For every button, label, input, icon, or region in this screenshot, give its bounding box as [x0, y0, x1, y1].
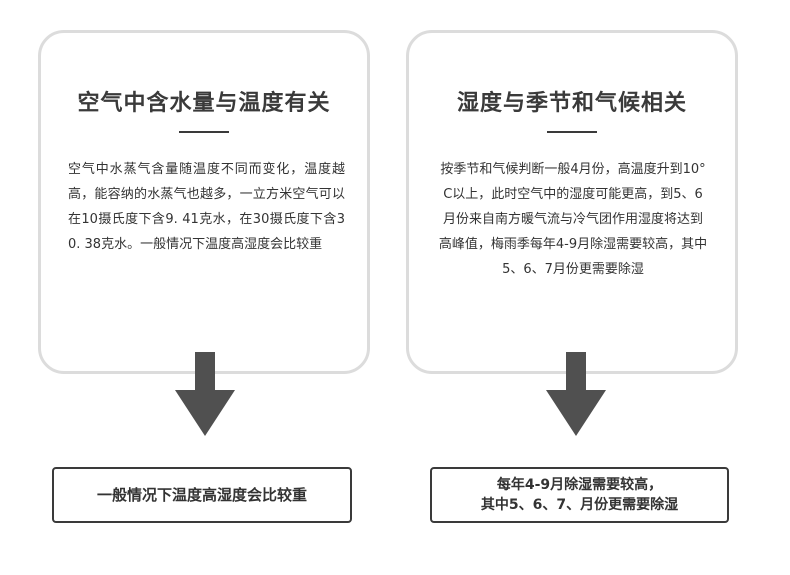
left-conclusion-text: 一般情况下温度高湿度会比较重 — [96, 486, 307, 504]
right-card-title: 湿度与季节和气候相关 — [456, 91, 687, 116]
right-conclusion-line-2: 其中5、6、7、月份更需要除湿 — [480, 497, 679, 513]
right-conclusion-box: 每年4-9月除湿需要较高， 其中5、6、7、月份更需要除湿 — [430, 467, 729, 523]
right-info-card: 湿度与季节和气候相关 按季节和气候判断一般4月份，高温度升到10°C以上，此时空… — [406, 30, 738, 374]
left-down-arrow-icon — [175, 352, 235, 436]
right-down-arrow-icon — [546, 352, 606, 436]
left-conclusion-box: 一般情况下温度高湿度会比较重 — [52, 467, 352, 523]
left-info-card: 空气中含水量与温度有关 空气中水蒸气含量随温度不同而变化，温度越高，能容纳的水蒸… — [38, 30, 370, 374]
right-card-body: 按季节和气候判断一般4月份，高温度升到10°C以上，此时空气中的湿度可能更高，到… — [438, 162, 708, 277]
right-title-divider — [547, 131, 597, 133]
right-conclusion-line-1: 每年4-9月除湿需要较高， — [496, 477, 663, 493]
left-title-divider — [179, 131, 229, 133]
left-card-body: 空气中水蒸气含量随温度不同而变化，温度越高，能容纳的水蒸气也越多，一立方米空气可… — [68, 162, 345, 252]
left-card-title: 空气中含水量与温度有关 — [77, 91, 331, 116]
